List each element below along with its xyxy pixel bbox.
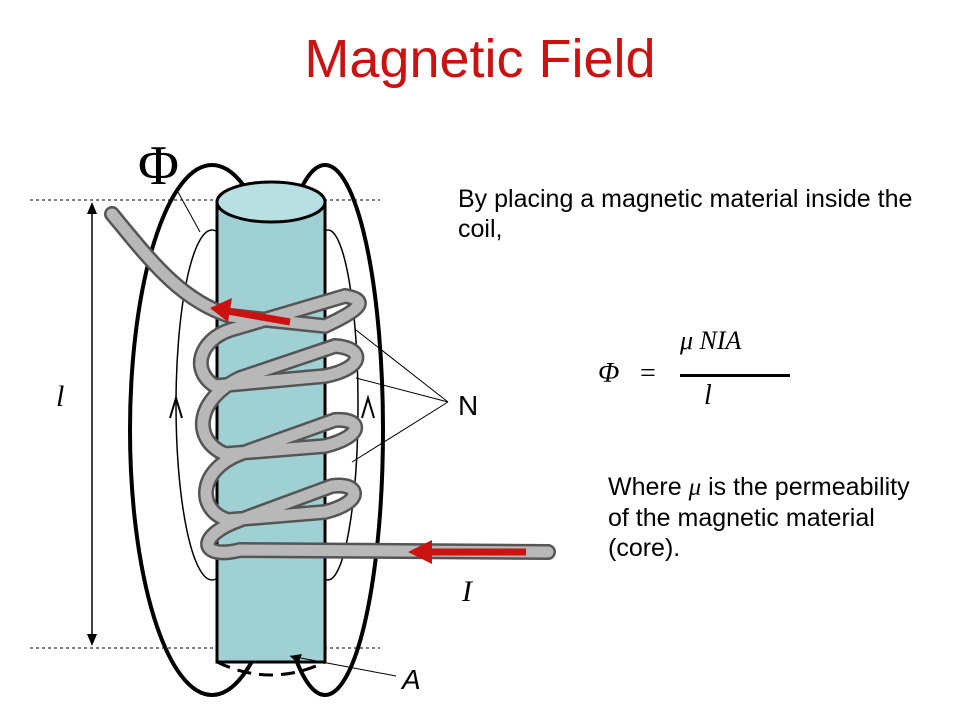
turns-label: N (458, 390, 479, 421)
flux-symbol-label: Φ (138, 135, 179, 197)
formula-denominator: l (704, 380, 712, 411)
n-leader-3 (351, 401, 449, 463)
length-arrowhead-top (87, 202, 97, 214)
intro-text: By placing a magnetic material inside th… (458, 185, 913, 243)
permeability-suffix: is the permeability of the magnetic mate… (608, 473, 910, 562)
flux-arrow-right (361, 394, 375, 419)
formula-numerator: μ NIA (680, 326, 742, 355)
permeability-note: Where μ is the permeability of the magne… (608, 472, 928, 563)
formula-equals: = (640, 358, 656, 389)
n-leader-2 (355, 377, 449, 403)
area-leader-head (290, 654, 302, 664)
formula-lhs: Φ (598, 358, 620, 389)
mu-symbol: μ (688, 474, 702, 501)
core-top (215, 180, 327, 224)
n-leader-1 (355, 329, 449, 403)
flux-leader (177, 191, 201, 233)
area-leader (289, 655, 397, 677)
coil-wire (104, 206, 556, 561)
current-label: I (462, 575, 472, 608)
permeability-prefix: Where (608, 473, 689, 501)
length-arrowhead-bottom (87, 634, 97, 646)
page-title: Magnetic Field (304, 29, 656, 89)
area-label: A (402, 664, 421, 695)
flux-arrow-left (169, 394, 183, 419)
length-label: l (56, 380, 65, 413)
current-arrow-top (221, 306, 291, 326)
formula-fraction-bar (680, 374, 790, 377)
core-bottom (216, 660, 326, 677)
current-arrowhead-top (210, 298, 232, 322)
current-arrowhead-input (408, 540, 432, 564)
